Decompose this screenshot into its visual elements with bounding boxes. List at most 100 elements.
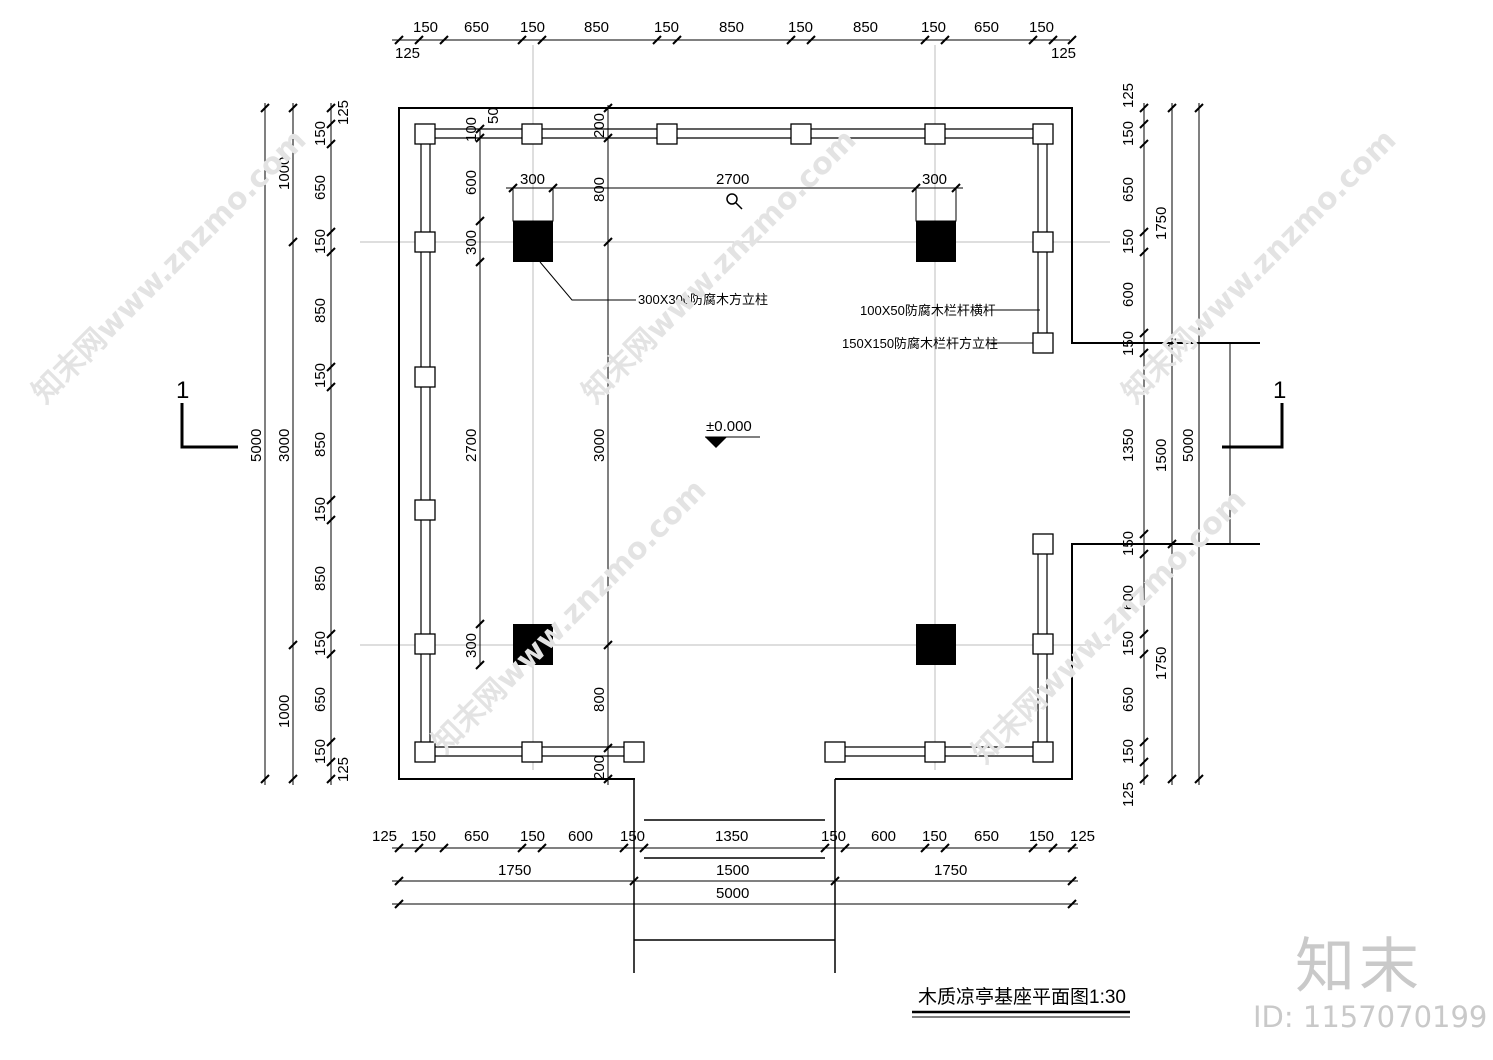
dim-mid-200-bottom: 200 (591, 755, 608, 780)
drawing-title: 木质凉亭基座平面图1:30 (918, 986, 1126, 1008)
dim-top-1: 150 (413, 19, 438, 36)
dim-right-2: 650 (1120, 177, 1137, 202)
dimension-tick (1167, 539, 1177, 549)
dimension-tick (288, 774, 298, 784)
dim-bottom1-4: 600 (568, 828, 593, 845)
dim-right-7: 150 (1120, 531, 1137, 556)
note-main-post: 300X300防腐木方立柱 (638, 292, 768, 307)
dimension-tick (603, 743, 613, 753)
dimension-tick (537, 35, 547, 45)
dim-right-4: 600 (1120, 282, 1137, 307)
dimension-tick (260, 103, 270, 113)
dim-bottom1-10: 650 (974, 828, 999, 845)
dimension-tick (288, 237, 298, 247)
bottom-dimensions-row2: 1750 1500 1750 5000 (498, 862, 967, 902)
dim-inner-300-top: 300 (463, 230, 480, 255)
dimension-tick (1028, 35, 1038, 45)
dim-top-4: 850 (584, 19, 609, 36)
dimension-tick (806, 35, 816, 45)
dim-bottom1-1: 150 (411, 828, 436, 845)
note-rail: 100X50防腐木栏杆横杆 (860, 303, 996, 318)
inner-vertical-dims: 100 50 600 300 2700 300 200 800 3000 800… (463, 107, 608, 780)
dimension-tick (1067, 35, 1077, 45)
dimension-tick (475, 124, 485, 134)
dimension-tick (414, 35, 424, 45)
dim-right-mid-1: 1500 (1153, 439, 1170, 472)
dimension-tick (326, 247, 336, 257)
entrance-steps (633, 779, 836, 973)
dimension-tick (1194, 103, 1204, 113)
main-posts (512, 187, 957, 665)
dimension-tick (1139, 737, 1149, 747)
dim-inner-50: 50 (485, 107, 502, 124)
dimension-tick (1048, 843, 1058, 853)
dimension-tick (1167, 338, 1177, 348)
dim-bottom1-5: 150 (620, 828, 645, 845)
dimension-tick (394, 843, 404, 853)
dimension-tick (1139, 328, 1149, 338)
dimension-tick (940, 843, 950, 853)
dimension-tick (326, 362, 336, 372)
dim-inner-300-bottom: 300 (463, 633, 480, 658)
dim-bottom1-3: 150 (520, 828, 545, 845)
dim-inner-top-300-right: 300 (922, 171, 947, 188)
dimension-tick (439, 35, 449, 45)
magnifier-icon (726, 193, 743, 210)
dim-inner-100: 100 (463, 117, 480, 142)
dim-right-total: 5000 (1180, 429, 1197, 462)
dimension-tick (475, 619, 485, 629)
dimension-tick (603, 133, 613, 143)
dim-top-6: 850 (719, 19, 744, 36)
dimension-tick (830, 876, 840, 886)
elevation-marker (705, 437, 727, 448)
section-mark-right: 1 (1273, 377, 1286, 404)
dimension-tick (326, 227, 336, 237)
dim-bottom1-12: 125 (1070, 828, 1095, 845)
dim-right-9: 150 (1120, 631, 1137, 656)
dim-top-9: 150 (921, 19, 946, 36)
dim-top-5: 150 (654, 19, 679, 36)
dimension-tick (326, 495, 336, 505)
dim-left-12: 125 (335, 757, 352, 782)
dim-left-mid-1: 3000 (276, 429, 293, 462)
dim-right-6: 1350 (1120, 429, 1137, 462)
dimension-tick (1139, 348, 1149, 358)
dimension-tick (940, 35, 950, 45)
dimension-tick (603, 237, 613, 247)
dimension-tick (639, 843, 649, 853)
dim-mid-200-top: 200 (591, 113, 608, 138)
dim-bottom1-6: 1350 (715, 828, 748, 845)
dimension-tick (603, 774, 613, 784)
dim-mid-800-top: 800 (591, 177, 608, 202)
dimension-tick (1139, 757, 1149, 767)
dimension-tick (1139, 247, 1149, 257)
dimension-ticks (260, 35, 1204, 909)
dimension-tick (920, 843, 930, 853)
watermark-brand: 知末 (1295, 932, 1423, 1002)
dim-bottom1-9: 150 (922, 828, 947, 845)
dim-left-11: 150 (312, 739, 329, 764)
dim-left-2: 650 (312, 175, 329, 200)
dim-bottom2-2: 1750 (934, 862, 967, 879)
dim-top-10: 650 (974, 19, 999, 36)
dimension-tick (548, 183, 558, 193)
dim-top-3: 150 (520, 19, 545, 36)
dimension-tick (840, 843, 850, 853)
dimension-tick (1139, 529, 1149, 539)
dim-left-total: 5000 (248, 429, 265, 462)
dimension-tick (1139, 119, 1149, 129)
dim-left-6: 850 (312, 432, 329, 457)
dim-left-7: 150 (312, 497, 329, 522)
dim-bottom1-2: 650 (464, 828, 489, 845)
dim-bottom1-7: 150 (821, 828, 846, 845)
dimension-tick (326, 119, 336, 129)
dim-left-8: 850 (312, 566, 329, 591)
dim-right-5: 150 (1120, 331, 1137, 356)
dim-inner-top-300-left: 300 (520, 171, 545, 188)
dimension-tick (1067, 899, 1077, 909)
dim-right-8: 600 (1120, 585, 1137, 610)
dim-left-5: 150 (312, 363, 329, 388)
dim-right-11: 150 (1120, 739, 1137, 764)
dimension-tick (326, 382, 336, 392)
axis-lines (360, 45, 1110, 770)
